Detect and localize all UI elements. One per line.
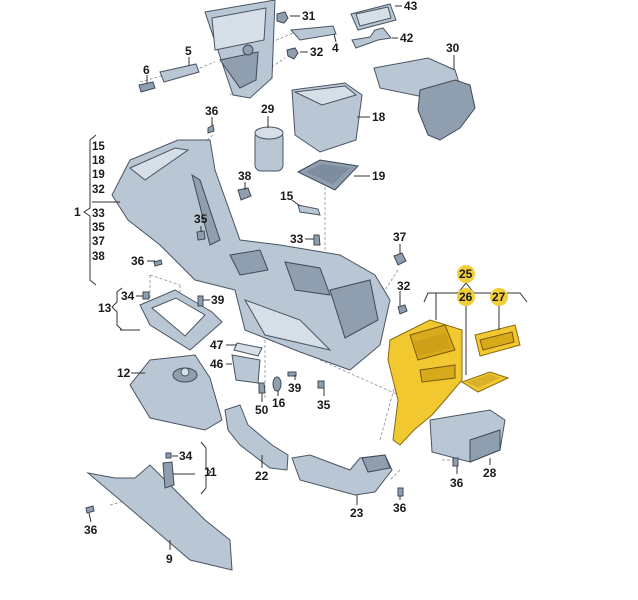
part-bin-18[interactable] bbox=[291, 82, 363, 153]
group1-item: 15 bbox=[92, 141, 105, 153]
part-screw-36-e[interactable] bbox=[85, 505, 95, 514]
part-cup-29[interactable] bbox=[254, 126, 284, 172]
callout-50[interactable]: 50 bbox=[255, 403, 269, 417]
part-clip-34-top[interactable] bbox=[142, 291, 150, 300]
part-clip-35-low[interactable] bbox=[317, 380, 325, 389]
callout-46[interactable]: 46 bbox=[210, 357, 224, 371]
part-side-trim-9[interactable] bbox=[86, 464, 233, 571]
part-strip-15[interactable] bbox=[297, 204, 321, 216]
part-clip-32-top[interactable] bbox=[286, 47, 299, 60]
callout-18[interactable]: 18 bbox=[372, 110, 386, 124]
part-connector-11[interactable] bbox=[162, 461, 175, 489]
part-frame-13[interactable] bbox=[139, 289, 223, 351]
group1-item: 33 bbox=[92, 208, 105, 220]
callout-35-a[interactable]: 35 bbox=[194, 212, 208, 226]
callout-32-top[interactable]: 32 bbox=[310, 45, 324, 59]
group1-item: 18 bbox=[92, 155, 105, 167]
part-screw-36-d[interactable] bbox=[397, 487, 404, 497]
callout-39-top[interactable]: 39 bbox=[211, 293, 225, 307]
part-screw-36-c[interactable] bbox=[452, 457, 459, 467]
part-bolt-50[interactable] bbox=[258, 382, 266, 394]
callout-25[interactable]: 25 bbox=[459, 267, 473, 281]
badge-26 bbox=[457, 288, 475, 306]
callout-9[interactable]: 9 bbox=[166, 552, 173, 566]
group-braces bbox=[83, 134, 212, 495]
group1-item: 38 bbox=[92, 251, 105, 263]
callout-37[interactable]: 37 bbox=[393, 230, 407, 244]
callout-5[interactable]: 5 bbox=[185, 44, 192, 58]
group1-item: 19 bbox=[92, 169, 105, 181]
part-clip-31[interactable] bbox=[276, 11, 289, 24]
part-bracket-42[interactable] bbox=[351, 27, 392, 49]
callout-39-low[interactable]: 39 bbox=[288, 381, 302, 395]
group1-item: 32 bbox=[92, 184, 105, 196]
part-screw-36-a[interactable] bbox=[207, 124, 215, 134]
callout-36-d[interactable]: 36 bbox=[393, 501, 407, 515]
part-mat-19[interactable] bbox=[296, 159, 360, 191]
part-console-1[interactable] bbox=[111, 139, 391, 371]
part-clip-32-right[interactable] bbox=[397, 304, 408, 315]
callout-16[interactable]: 16 bbox=[272, 396, 286, 410]
part-cap-16[interactable] bbox=[272, 376, 282, 392]
group1-item: 37 bbox=[92, 236, 105, 248]
part-armrest-30[interactable] bbox=[373, 57, 476, 141]
callout-34-top[interactable]: 34 bbox=[121, 289, 135, 303]
part-vent-insert-27[interactable] bbox=[474, 324, 521, 357]
callout-23[interactable]: 23 bbox=[350, 506, 364, 520]
part-shifter-12[interactable] bbox=[129, 354, 223, 431]
part-duct-22[interactable] bbox=[224, 404, 289, 471]
part-rear-vent-25[interactable] bbox=[387, 319, 463, 446]
callout-19[interactable]: 19 bbox=[372, 169, 386, 183]
badge-27 bbox=[490, 288, 508, 306]
callout-1[interactable]: 1 bbox=[74, 205, 81, 219]
callout-32-right[interactable]: 32 bbox=[397, 279, 411, 293]
callout-36-e[interactable]: 36 bbox=[84, 523, 98, 537]
callout-35-b[interactable]: 35 bbox=[317, 398, 331, 412]
group1-item: 35 bbox=[92, 222, 105, 234]
badge-25 bbox=[457, 265, 475, 283]
callout-labels: 31 32 4 43 42 30 5 6 36 29 18 19 38 15 3… bbox=[74, 0, 506, 566]
part-pocket-46[interactable] bbox=[231, 354, 261, 384]
callout-38[interactable]: 38 bbox=[238, 169, 252, 183]
part-switch-5[interactable] bbox=[159, 63, 200, 83]
callout-33[interactable]: 33 bbox=[290, 232, 304, 246]
callout-36-a[interactable]: 36 bbox=[205, 104, 219, 118]
part-tray-43[interactable] bbox=[350, 3, 397, 31]
part-screw-39-low[interactable] bbox=[287, 371, 297, 377]
callout-36-b[interactable]: 36 bbox=[131, 254, 145, 268]
callout-26[interactable]: 26 bbox=[459, 290, 473, 304]
callout-36-c[interactable]: 36 bbox=[450, 476, 464, 490]
part-clip-34-low[interactable] bbox=[165, 452, 172, 459]
callout-31[interactable]: 31 bbox=[302, 9, 316, 23]
callout-43[interactable]: 43 bbox=[404, 0, 418, 13]
callout-34-low[interactable]: 34 bbox=[179, 449, 193, 463]
callout-12[interactable]: 12 bbox=[117, 366, 131, 380]
part-duct-23[interactable] bbox=[291, 454, 393, 496]
callout-30[interactable]: 30 bbox=[446, 41, 460, 55]
callout-42[interactable]: 42 bbox=[400, 31, 414, 45]
part-module-28[interactable] bbox=[429, 409, 506, 463]
part-bezel[interactable] bbox=[204, 0, 276, 99]
part-trim-4[interactable] bbox=[289, 25, 337, 41]
callout-28[interactable]: 28 bbox=[483, 466, 497, 480]
callout-47[interactable]: 47 bbox=[210, 338, 224, 352]
callout-6[interactable]: 6 bbox=[143, 63, 150, 77]
part-clip-37[interactable] bbox=[393, 252, 407, 266]
part-screw-36-b[interactable] bbox=[153, 259, 163, 267]
part-screw-33[interactable] bbox=[313, 234, 321, 246]
part-connector-6[interactable] bbox=[138, 81, 156, 93]
callout-4[interactable]: 4 bbox=[332, 41, 339, 55]
part-screw-39-top[interactable] bbox=[197, 295, 204, 307]
callout-11[interactable]: 11 bbox=[204, 465, 217, 479]
part-vent-insert-26[interactable] bbox=[460, 371, 510, 393]
callout-29[interactable]: 29 bbox=[261, 102, 275, 116]
part-plate-47[interactable] bbox=[233, 342, 263, 357]
callout-13[interactable]: 13 bbox=[98, 301, 112, 315]
callout-27[interactable]: 27 bbox=[492, 290, 506, 304]
callout-15[interactable]: 15 bbox=[280, 189, 294, 203]
callout-22[interactable]: 22 bbox=[255, 469, 269, 483]
part-clip-35-left[interactable] bbox=[196, 230, 206, 241]
